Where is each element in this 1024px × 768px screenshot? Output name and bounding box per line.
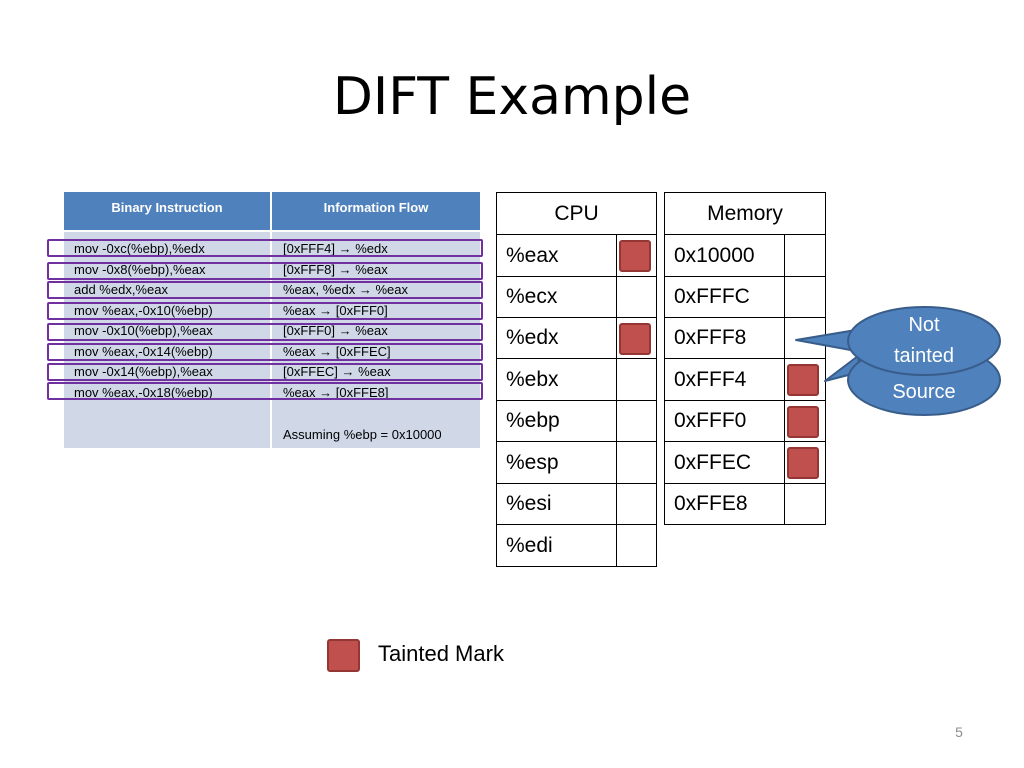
header-information-flow: Information Flow: [272, 192, 480, 230]
register-name: %ebx: [496, 358, 617, 401]
instruction-line: mov -0xc(%ebp),%edx: [74, 241, 205, 256]
taint-mark: [619, 323, 651, 355]
not-tainted-callout-line2: tainted: [893, 345, 955, 367]
row-highlight: [47, 239, 483, 257]
taint-cell: [616, 400, 657, 442]
legend-label: Tainted Mark: [378, 641, 504, 666]
memory-table: Memory 0x10000 0xFFFC 0xFFF8 0xFFF4 0xFF…: [664, 192, 826, 525]
page-number: 5: [955, 724, 963, 740]
memory-address: 0xFFF4: [664, 358, 785, 401]
taint-cell: [616, 358, 657, 401]
flow-line: %eax → [0xFFE8]: [283, 385, 389, 400]
flow-line: [0xFFF4] → %edx: [283, 241, 388, 256]
taint-mark: [619, 240, 651, 272]
taint-cell: [616, 441, 657, 484]
not-tainted-callout-shape: [795, 306, 1001, 376]
memory-address: 0xFFE8: [664, 483, 785, 525]
instruction-line: mov -0x10(%ebp),%eax: [74, 323, 213, 338]
not-tainted-callout-line1: Not: [908, 314, 940, 336]
taint-mark: [787, 364, 819, 396]
instruction-line: add %edx,%eax: [74, 282, 168, 297]
header-binary-instruction: Binary Instruction: [64, 192, 270, 230]
taint-mark: [787, 406, 819, 438]
taint-cell: [616, 524, 657, 567]
taint-cell: [616, 317, 657, 359]
memory-address: 0xFFEC: [664, 441, 785, 484]
register-name: %ecx: [496, 276, 617, 318]
cpu-table: CPU %eax %ecx %edx %ebx %ebp %esp %esi %…: [496, 192, 657, 567]
row-highlight: [47, 363, 483, 381]
cpu-header: CPU: [496, 192, 657, 235]
ebp-assumption-note: Assuming %ebp = 0x10000: [283, 427, 442, 442]
slide-title: DIFT Example: [332, 67, 692, 127]
register-name: %ebp: [496, 400, 617, 442]
taint-cell: [784, 358, 826, 401]
register-name: %edx: [496, 317, 617, 359]
instruction-line: mov %eax,-0x18(%ebp): [74, 385, 213, 400]
flow-line: [0xFFEC] → %eax: [283, 364, 391, 379]
instruction-line: mov -0x14(%ebp),%eax: [74, 364, 213, 379]
taint-cell: [784, 483, 826, 525]
memory-header: Memory: [664, 192, 826, 235]
flow-line: [0xFFF0] → %eax: [283, 323, 388, 338]
row-highlight: [47, 302, 483, 320]
row-highlight: [47, 343, 483, 361]
taint-mark: [787, 447, 819, 479]
taint-cell: [784, 441, 826, 484]
row-highlight: [47, 382, 483, 400]
memory-address: 0xFFF0: [664, 400, 785, 442]
row-highlight: [47, 262, 483, 280]
flow-line: %eax → [0xFFEC]: [283, 344, 391, 359]
instruction-line: mov %eax,-0x10(%ebp): [74, 303, 213, 318]
taint-cell: [616, 276, 657, 318]
register-name: %edi: [496, 524, 617, 567]
memory-address: 0xFFFC: [664, 276, 785, 318]
instruction-line: mov %eax,-0x14(%ebp): [74, 344, 213, 359]
register-name: %esp: [496, 441, 617, 484]
legend-taint-mark: [327, 639, 360, 672]
flow-line: %eax → [0xFFF0]: [283, 303, 388, 318]
flow-line: [0xFFF8] → %eax: [283, 262, 388, 277]
row-highlight: [47, 323, 483, 341]
instruction-line: mov -0x8(%ebp),%eax: [74, 262, 206, 277]
flow-line: %eax, %edx → %eax: [283, 282, 409, 297]
row-highlight: [47, 281, 483, 299]
source-callout-label: Source: [892, 381, 956, 403]
taint-cell: [784, 234, 826, 277]
